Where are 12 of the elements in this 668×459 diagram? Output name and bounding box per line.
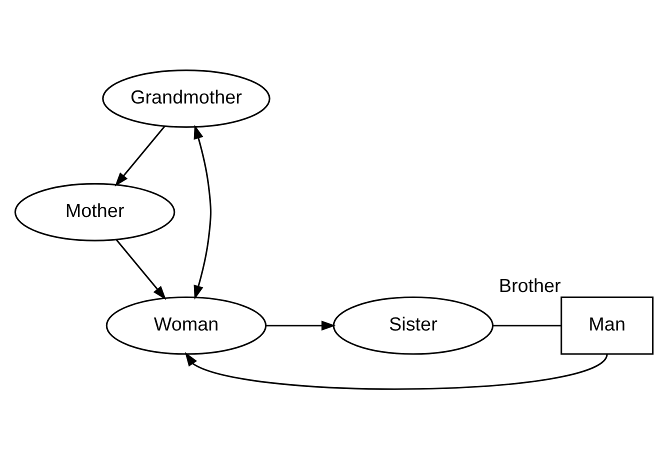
node-ellipse: Mother xyxy=(14,182,176,241)
node-label: Brother xyxy=(498,275,561,296)
arrow xyxy=(194,124,212,300)
arrow xyxy=(114,125,166,186)
arrow xyxy=(116,238,166,300)
node-ellipse: Woman xyxy=(106,296,267,354)
node-ellipse: Sister xyxy=(332,296,494,354)
node-box: Man xyxy=(560,296,654,354)
arrow xyxy=(266,320,336,330)
arrow xyxy=(184,352,608,390)
connector xyxy=(493,324,561,326)
node-ellipse: Grandmother xyxy=(102,69,270,128)
